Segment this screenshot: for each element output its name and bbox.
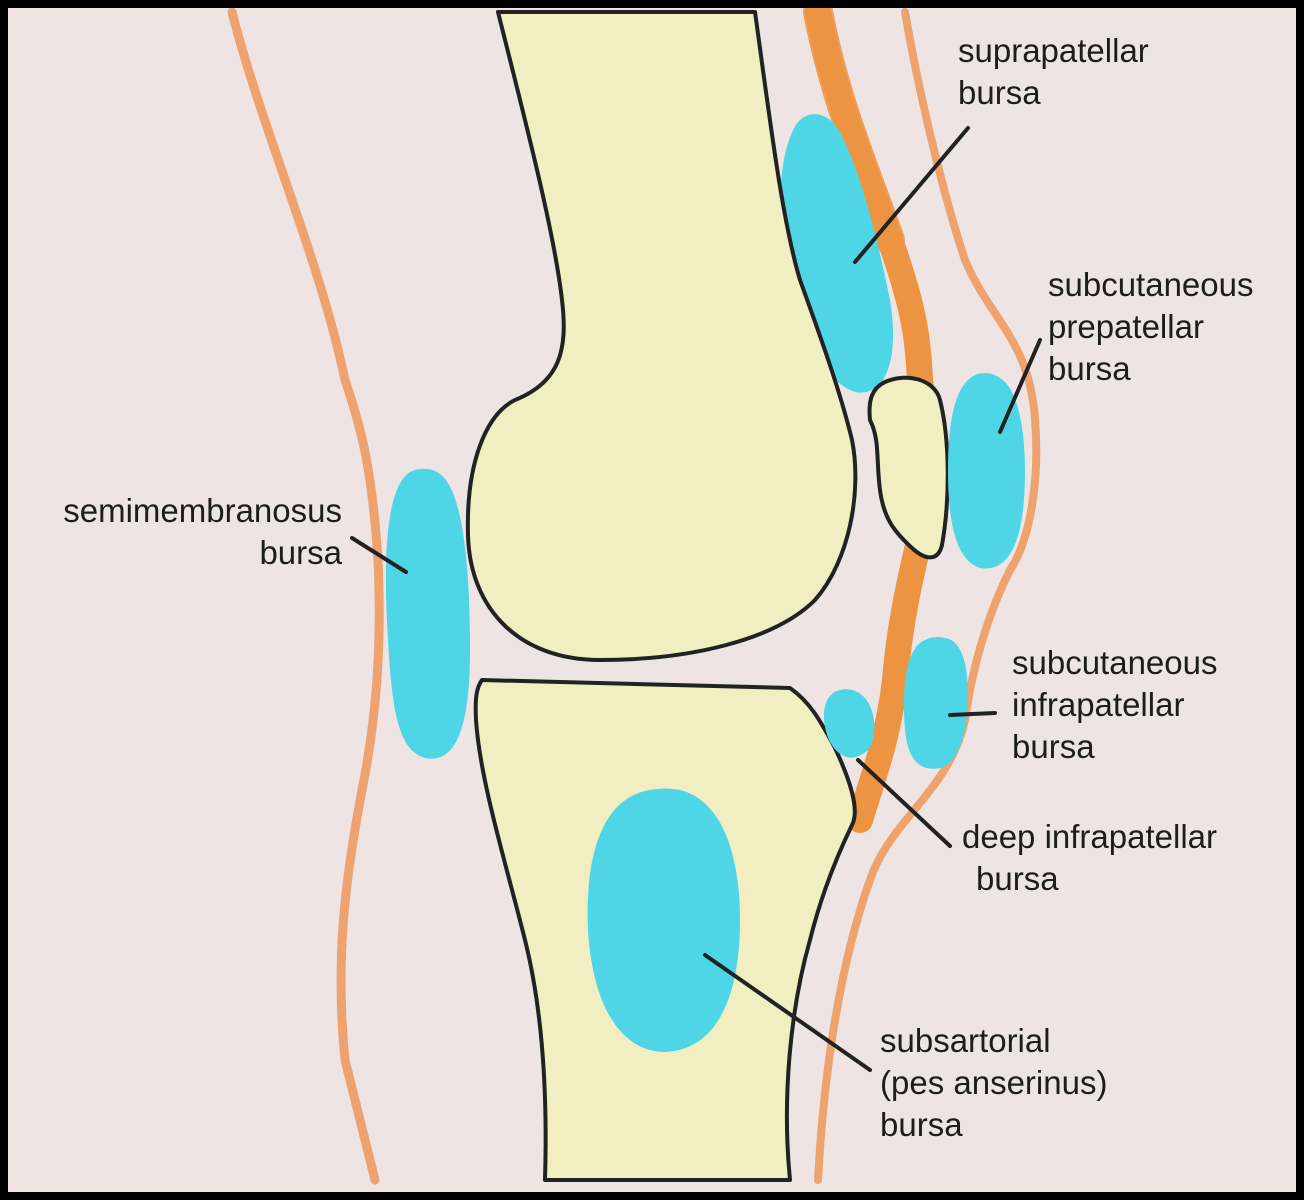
label-line: bursa: [880, 1106, 963, 1143]
posterior-skin-line: [227, 7, 384, 1185]
label-line: infrapatellar: [1012, 686, 1185, 723]
leader-deep-infrapatellar: [856, 758, 952, 848]
label-line: bursa: [958, 74, 1041, 111]
label-line: semimembranosus: [63, 492, 342, 529]
label-deep-infrapatellar-bursa: deep infrapatellar bursa: [962, 816, 1217, 900]
leader-semimembranosus: [350, 536, 408, 574]
tendon-highlight: [803, 0, 905, 255]
label-line: prepatellar: [1048, 308, 1204, 345]
label-semimembranosus-bursa: semimembranosus bursa: [63, 490, 342, 574]
leader-suprapatellar: [853, 126, 970, 264]
label-line: bursa: [976, 860, 1059, 897]
label-subcutaneous-infrapatellar-bursa: subcutaneous infrapatellar bursa: [1012, 642, 1218, 768]
label-line: (pes anserinus): [880, 1064, 1108, 1101]
label-line: subcutaneous: [1012, 644, 1218, 681]
label-line: bursa: [259, 534, 342, 571]
label-line: bursa: [1012, 728, 1095, 765]
leader-subcutaneous-infrapatellar: [948, 711, 997, 717]
subsartorial-bursa: [587, 788, 740, 1052]
label-line: suprapatellar: [958, 32, 1149, 69]
label-line: bursa: [1048, 350, 1131, 387]
femur: [465, 10, 858, 662]
label-line: subcutaneous: [1048, 266, 1254, 303]
leader-prepatellar: [998, 338, 1042, 434]
label-suprapatellar-bursa: suprapatellar bursa: [958, 30, 1149, 114]
semimembranosus-bursa: [385, 468, 470, 759]
label-line: deep infrapatellar: [962, 818, 1218, 855]
label-line: subsartorial: [880, 1022, 1051, 1059]
leader-subsartorial: [703, 953, 872, 1072]
label-subsartorial-bursa: subsartorial (pes anserinus) bursa: [880, 1020, 1107, 1146]
label-prepatellar-bursa: subcutaneous prepatellar bursa: [1048, 264, 1254, 390]
subcutaneous-infrapatellar-bursa: [904, 636, 968, 769]
patella: [867, 375, 950, 560]
anterior-skin-line: [814, 8, 1041, 1184]
deep-infrapatellar-bursa: [824, 689, 875, 758]
